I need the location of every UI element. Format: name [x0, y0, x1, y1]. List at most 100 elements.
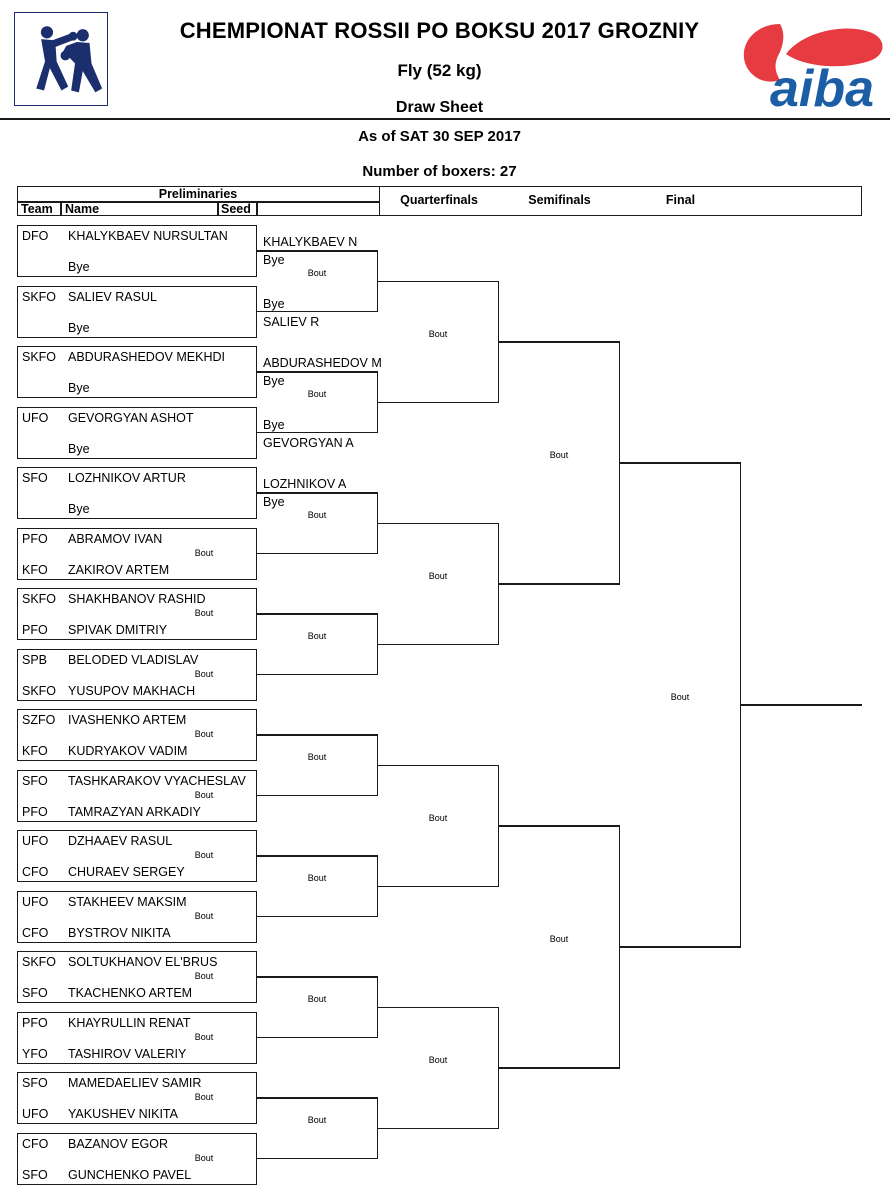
bracket-vline: [376, 976, 378, 1039]
bout-label: Bout: [307, 389, 327, 400]
aiba-swoosh-icon: [786, 28, 883, 67]
bout-label: Bout: [428, 328, 448, 339]
r16-bye-note: Bye: [263, 296, 285, 311]
boxer-name: SPIVAK DMITRIY: [68, 623, 168, 637]
team-code: PFO: [22, 531, 48, 546]
bout-label: Bout: [428, 812, 448, 823]
bracket-hline: [378, 764, 499, 766]
bout-label: Bout: [194, 971, 214, 981]
bye-label: Bye: [68, 260, 90, 274]
team-code: UFO: [22, 834, 49, 848]
r16-winner-name: GEVORGYAN A: [263, 435, 354, 450]
r16-bye-note: Bye: [263, 374, 285, 388]
aiba-glove-icon: [743, 24, 784, 82]
boxer-name: TASHKARAKOV VYACHESLAV: [68, 773, 246, 788]
bracket-hline: [257, 794, 378, 797]
team-code: SKFO: [22, 683, 57, 698]
bracket-hline: [257, 1157, 378, 1160]
bout-label: Bout: [194, 668, 214, 679]
bracket-hline: [257, 976, 378, 978]
team-code: SPB: [22, 652, 48, 667]
bout-label: Bout: [307, 994, 327, 1005]
bracket-vline: [618, 341, 620, 585]
r16-bye-note: Bye: [263, 253, 285, 267]
r16-winner-name: SALIEV R: [263, 314, 320, 329]
team-code: SFO: [22, 1076, 48, 1090]
r16-winner-name: KHALYKBAEV N: [263, 235, 358, 249]
r16-bye-note: Bye: [263, 417, 285, 432]
bracket-vline: [376, 250, 378, 313]
team-code: KFO: [22, 562, 48, 577]
team-code: KFO: [22, 744, 48, 758]
bout-label: Bout: [194, 1152, 214, 1163]
team-code: SFO: [22, 1167, 48, 1182]
boxer-name: SALIEV RASUL: [68, 289, 157, 304]
boxer-name: DZHAAEV RASUL: [68, 834, 173, 848]
team-code: SKFO: [22, 350, 57, 364]
bout-label: Bout: [307, 752, 327, 763]
bracket-hline: [257, 613, 378, 615]
bracket-hline: [257, 855, 378, 857]
bout-label: Bout: [428, 1054, 448, 1065]
bout-label: Bout: [194, 789, 214, 800]
bracket-vline: [497, 522, 499, 645]
aiba-wordmark: aiba: [770, 60, 874, 112]
bout-label: Bout: [428, 570, 448, 581]
bout-label: Bout: [670, 691, 690, 702]
boxers-icon: [36, 26, 103, 93]
team-code: CFO: [22, 1136, 49, 1151]
header-vline: [217, 202, 219, 215]
final-winner-line: [741, 704, 862, 706]
team-code: PFO: [22, 1015, 48, 1030]
team-code: UFO: [22, 1107, 49, 1121]
bout-label: Bout: [307, 873, 327, 884]
boxer-name: ABDURASHEDOV MEKHDI: [68, 350, 225, 364]
bout-label: Bout: [549, 449, 569, 460]
boxer-name: YUSUPOV MAKHACH: [68, 683, 196, 698]
bracket-vline: [376, 492, 378, 555]
bout-label: Bout: [194, 1092, 214, 1102]
bout-label: Bout: [194, 608, 214, 618]
bracket-hline: [378, 401, 499, 403]
bracket-hline: [257, 371, 378, 373]
team-code: DFO: [22, 229, 49, 243]
bout-label: Bout: [194, 850, 214, 860]
team-code: SFO: [22, 471, 48, 485]
bracket-vline: [376, 1097, 378, 1160]
team-code: SKFO: [22, 289, 57, 304]
bracket-vline: [376, 855, 378, 918]
r16-bye-note: Bye: [263, 495, 285, 509]
boxer-name: IVASHENKO ARTEM: [68, 713, 187, 727]
bout-label: Bout: [307, 268, 327, 279]
bracket-vline: [376, 371, 378, 434]
bracket-hline: [257, 250, 378, 252]
bracket-hline: [620, 462, 741, 464]
bout-label: Bout: [194, 910, 214, 921]
team-code: UFO: [22, 894, 49, 909]
boxer-name: STAKHEEV MAKSIM: [68, 894, 187, 909]
bracket-hline: [257, 552, 378, 555]
team-code: CFO: [22, 925, 49, 940]
bracket-hline: [257, 734, 378, 736]
bracket-hline: [499, 583, 620, 585]
bout-label: Bout: [307, 631, 327, 642]
boxer-name: SHAKHBANOV RASHID: [68, 592, 206, 606]
number-of-boxers: Number of boxers: 27: [362, 163, 517, 180]
bracket-vline: [739, 462, 741, 948]
as-of-date: As of SAT 30 SEP 2017: [358, 128, 521, 145]
bye-label: Bye: [68, 441, 90, 456]
col-final: Final: [665, 193, 696, 207]
bracket-hline: [620, 946, 741, 948]
team-code: CFO: [22, 865, 49, 879]
bout-label: Bout: [194, 547, 214, 558]
r16-winner-name: LOZHNIKOV A: [263, 477, 347, 491]
bracket-hline: [257, 492, 378, 494]
bracket-hline: [378, 643, 499, 645]
